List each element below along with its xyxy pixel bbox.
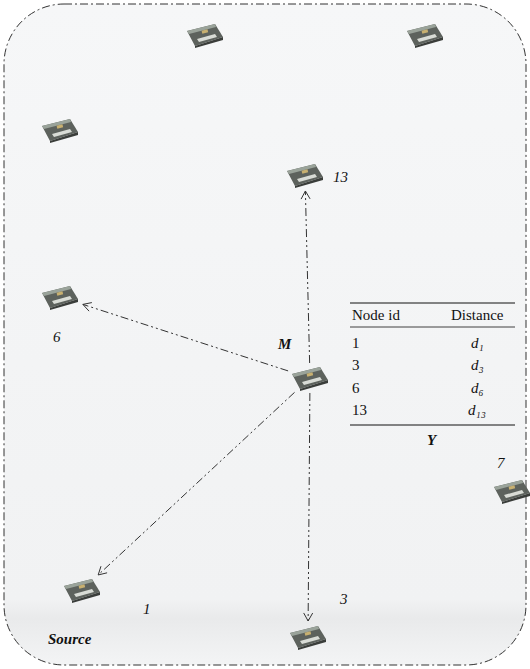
table-rule [350,327,515,328]
sensor-node: M [290,365,330,391]
sensor-node: 3 [288,624,328,650]
node-id-label: 7 [497,454,505,472]
node-id-label: 6 [53,328,61,346]
table-cell: 6 [352,379,360,397]
sensor-node: 7 [492,478,530,504]
sensor-mote [290,365,330,391]
table-cell: 13 [352,401,367,419]
table-rule [350,425,515,426]
sensor-mote [492,478,530,504]
table-cell: d₆ [471,379,484,397]
region-border [4,4,526,665]
table-cell: Node id [352,306,400,324]
message-arrow [301,191,310,363]
sensor-mote [187,24,223,48]
sensor-mote [288,624,328,650]
table-cell: 1 [352,334,360,352]
table-caption: Y [427,431,436,449]
table-rule [350,303,515,304]
message-arrow [83,303,288,371]
node-id-label: M [278,335,291,353]
node-id-label: 1 [143,600,151,618]
sensor-node: 1Source [62,577,102,603]
table-cell: d₃ [471,356,484,374]
sensor-mote [407,24,443,48]
message-arrow [98,392,294,575]
role-label: Source [48,630,91,648]
sensor-node: 13 [285,162,325,188]
node-id-label: 13 [333,168,348,186]
sensor-mote [62,577,102,603]
sensor-mote [40,284,80,310]
table-cell: d₁₃ [468,401,486,419]
table-cell: Distance [451,306,503,324]
sensor-node: 6 [40,284,80,310]
message-arrow [304,393,313,621]
sensor-mote [285,162,325,188]
table-cell: d₁ [471,334,484,352]
node-id-label: 3 [340,590,348,608]
sensor-mote [42,119,78,143]
table-cell: 3 [352,356,360,374]
